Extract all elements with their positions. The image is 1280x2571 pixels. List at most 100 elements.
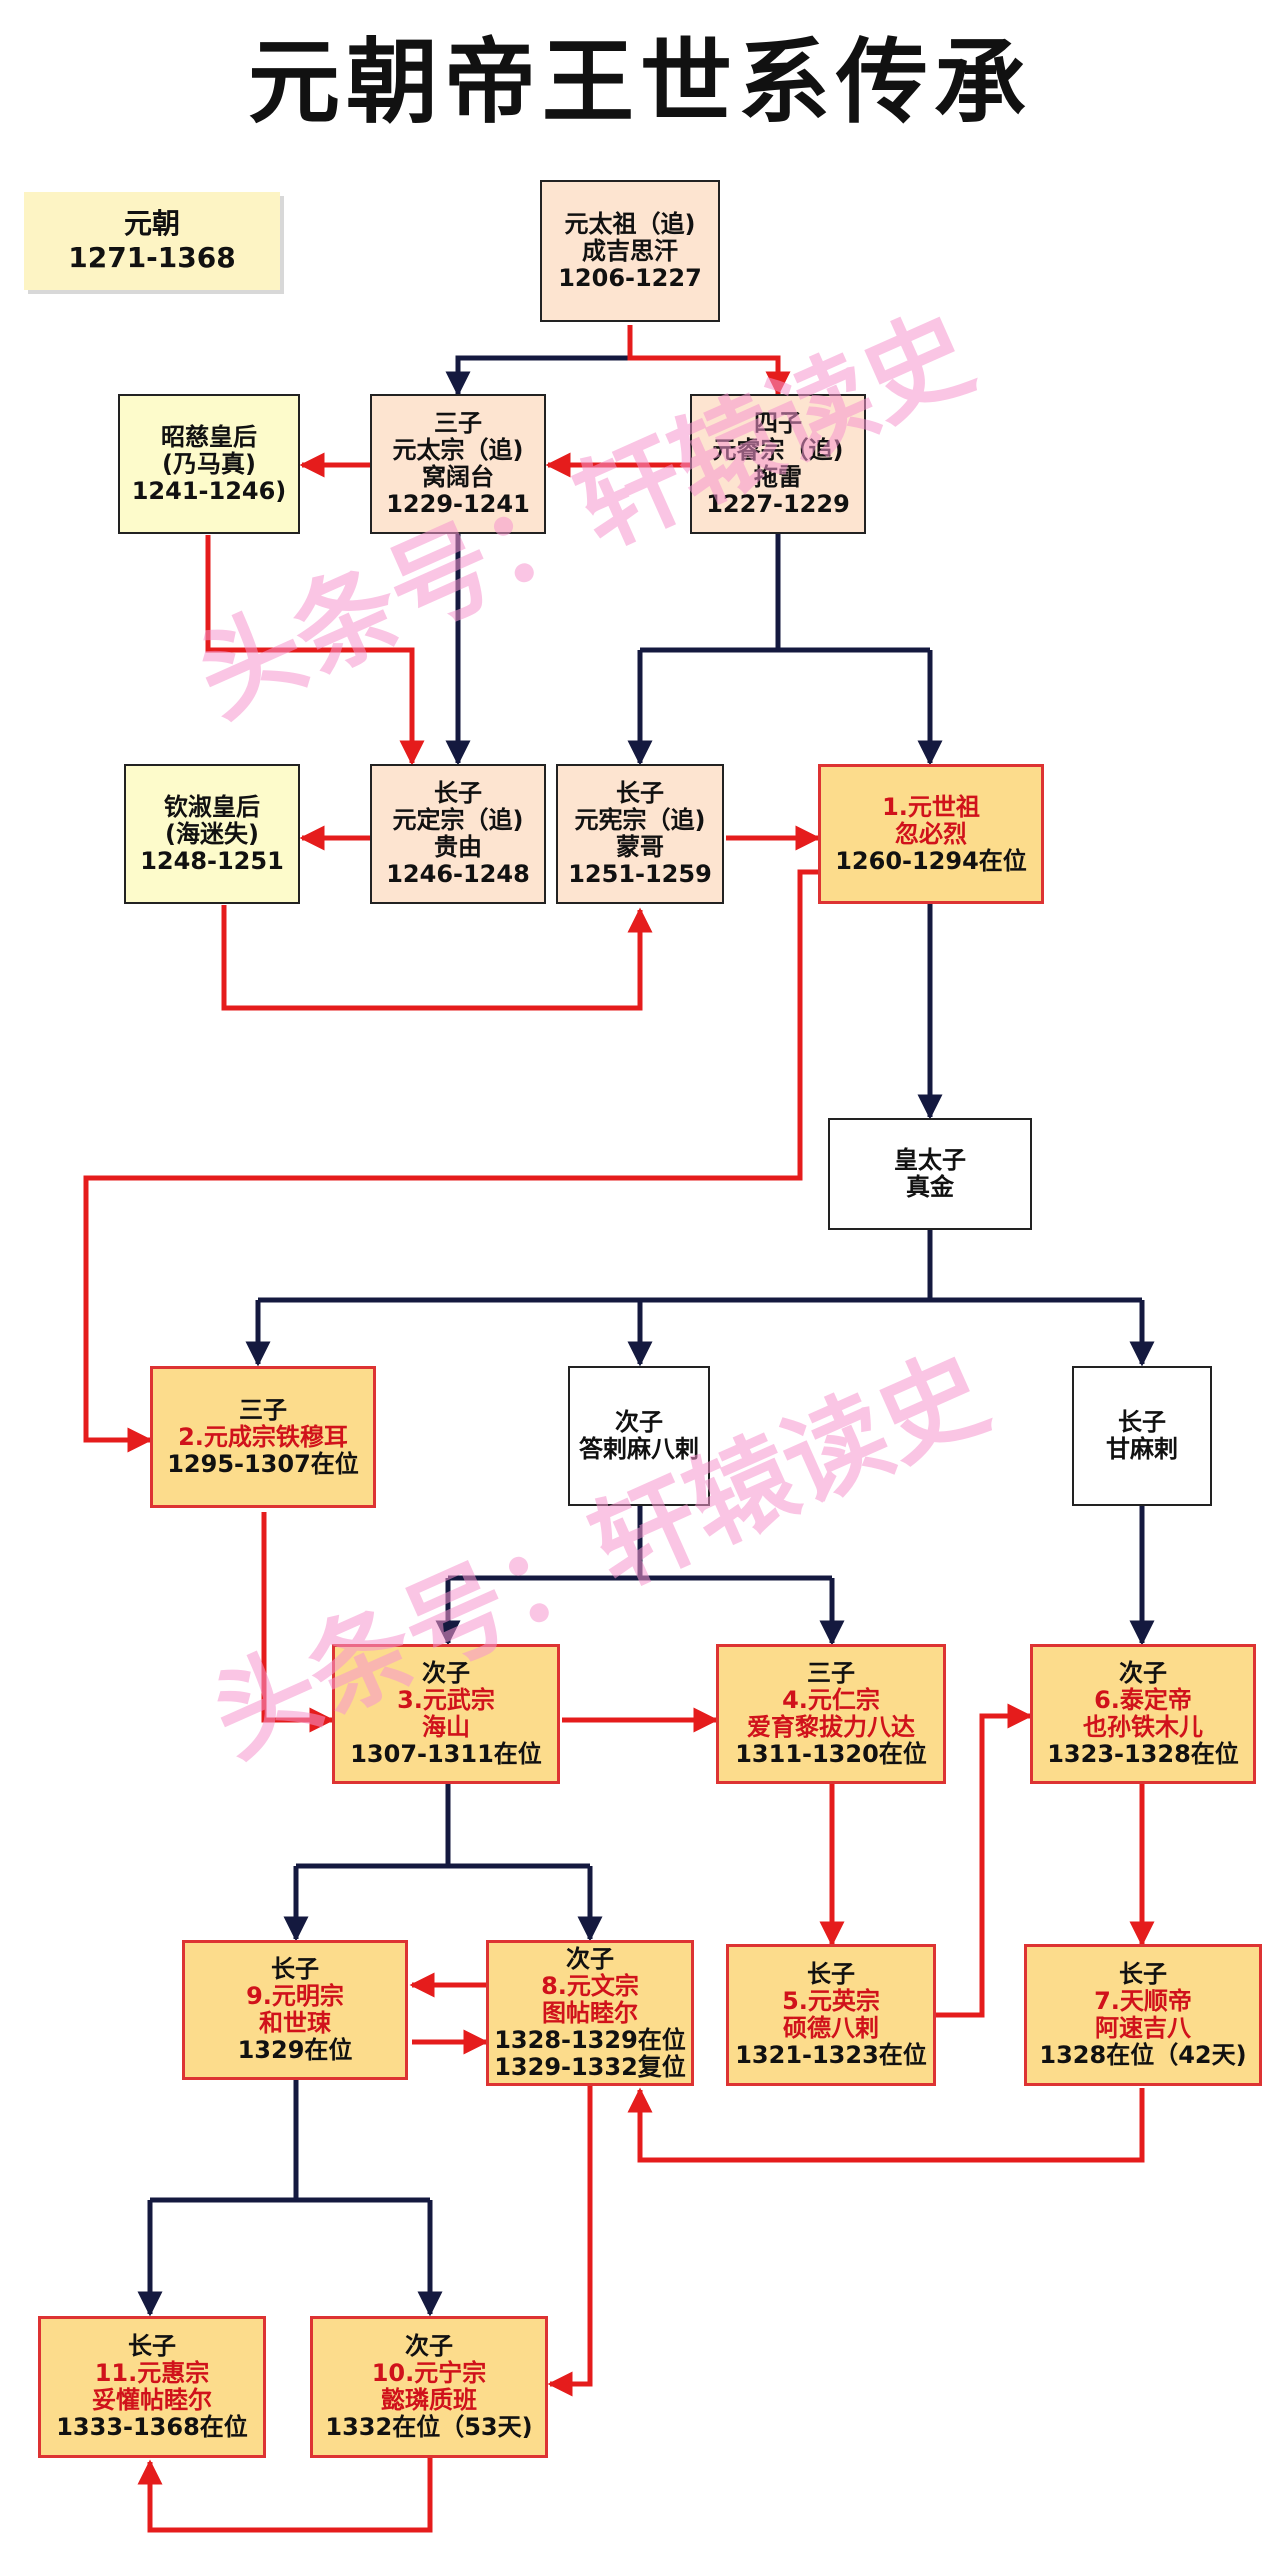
lineage-tolui-sons bbox=[640, 522, 930, 653]
lineage-genghis-ogedei bbox=[445, 325, 633, 397]
yesun-line-0: 次子 bbox=[1119, 1659, 1167, 1687]
qinshu-line-2: 1248-1251 bbox=[140, 846, 284, 875]
succession-kublai-temur bbox=[83, 869, 818, 1453]
genghis-line-0: 元太祖（追) bbox=[564, 209, 696, 238]
mongke-line-0: 长子 bbox=[616, 779, 664, 807]
kublai-line-0: 1.元世祖 bbox=[882, 792, 980, 821]
guyuk-line-1: 元定宗（追) bbox=[392, 806, 524, 834]
tolui-line-2: 拖雷 bbox=[754, 463, 802, 491]
era-years: 1271-1368 bbox=[68, 241, 236, 274]
khayshan-line-0: 次子 bbox=[422, 1659, 470, 1687]
qinshu-line-0: 钦淑皇后 bbox=[164, 792, 260, 821]
khayshan-line-2: 海山 bbox=[422, 1713, 470, 1741]
kusala-line-1: 9.元明宗 bbox=[246, 1982, 344, 2010]
tugh-line-3: 1328-1329在位 bbox=[494, 2025, 686, 2054]
ayurbarwada-line-2: 爱育黎拔力八达 bbox=[747, 1713, 915, 1741]
lineage-zhenjin-sons bbox=[258, 1230, 1142, 1303]
shidebala-line-0: 长子 bbox=[807, 1960, 855, 1988]
toghon-line-2: 妥懽帖睦尔 bbox=[92, 2386, 212, 2414]
rinchinbal-line-3: 1332在位（53天) bbox=[325, 2413, 533, 2441]
rinchinbal-line-2: 懿璘质班 bbox=[381, 2386, 477, 2414]
era-name: 元朝 bbox=[123, 207, 180, 240]
darmabala-line-1: 答剌麻八剌 bbox=[579, 1435, 699, 1463]
node-gammala: 长子甘麻剌 bbox=[1072, 1366, 1212, 1506]
ogedei-line-3: 1229-1241 bbox=[386, 490, 530, 518]
guyuk-line-3: 1246-1248 bbox=[386, 860, 530, 888]
tugh-line-4: 1329-1332复位 bbox=[494, 2052, 686, 2081]
guyuk-line-0: 长子 bbox=[434, 779, 482, 807]
temur-line-0: 三子 bbox=[239, 1395, 287, 1424]
ragibagh-line-0: 长子 bbox=[1119, 1960, 1167, 1988]
era-label: 元朝 1271-1368 bbox=[24, 192, 280, 290]
kusala-line-3: 1329在位 bbox=[237, 2036, 353, 2064]
toghon-line-1: 11.元惠宗 bbox=[94, 2359, 210, 2387]
yesun-line-2: 也孙铁木儿 bbox=[1083, 1713, 1203, 1741]
ayurbarwada-line-3: 1311-1320在位 bbox=[735, 1740, 927, 1768]
darmabala-line-0: 次子 bbox=[615, 1408, 663, 1436]
ragibagh-line-2: 阿速吉八 bbox=[1095, 2014, 1191, 2042]
rinchinbal-line-1: 10.元宁宗 bbox=[371, 2359, 487, 2387]
page-title: 元朝帝王世系传承 bbox=[247, 29, 1032, 136]
khayshan-line-3: 1307-1311在位 bbox=[350, 1740, 542, 1768]
ogedei-line-1: 元太宗（追) bbox=[392, 436, 524, 464]
mongke-line-2: 蒙哥 bbox=[616, 833, 664, 861]
kusala-line-0: 长子 bbox=[271, 1955, 319, 1983]
succession-qinshu-mongke bbox=[221, 905, 653, 1011]
shidebala-line-2: 硕德八剌 bbox=[783, 2014, 879, 2042]
qinshu-line-1: (海迷失) bbox=[165, 819, 259, 848]
mongke-line-1: 元宪宗（追) bbox=[574, 806, 706, 834]
rinchinbal-line-0: 次子 bbox=[405, 2332, 453, 2360]
shidebala-line-3: 1321-1323在位 bbox=[735, 2041, 927, 2069]
kublai-line-2: 1260-1294在位 bbox=[835, 846, 1027, 875]
temur-line-1: 2.元成宗铁穆耳 bbox=[178, 1422, 348, 1451]
kublai-line-1: 忽必烈 bbox=[895, 819, 967, 848]
gammala-line-1: 甘麻剌 bbox=[1106, 1435, 1178, 1463]
ragibagh-line-1: 7.天顺帝 bbox=[1094, 1987, 1192, 2015]
node-crown-prince-zhenjin: 皇太子真金 bbox=[828, 1118, 1032, 1230]
succession-temur-khayshan bbox=[261, 1512, 335, 1733]
lineage-khayshan-sons bbox=[296, 1782, 590, 1869]
genghis-line-2: 1206-1227 bbox=[558, 263, 702, 292]
tugh-line-1: 8.元文宗 bbox=[541, 1971, 639, 2000]
node-empress-qinshu: 钦淑皇后(海迷失)1248-1251 bbox=[124, 764, 300, 904]
lineage-darmabala-sons bbox=[448, 1505, 832, 1581]
succession-tugh-rinchinbal bbox=[547, 2086, 593, 2397]
zhaoci-line-0: 昭慈皇后 bbox=[161, 422, 257, 451]
succession-shidebala-yesun bbox=[936, 1703, 1033, 2018]
toghon-line-3: 1333-1368在位 bbox=[56, 2413, 248, 2441]
succession-genghis-tolui bbox=[627, 325, 791, 397]
ogedei-line-2: 窝阔台 bbox=[422, 463, 494, 491]
succession-ragibagh-tugh bbox=[627, 2087, 1145, 2163]
ayurbarwada-line-0: 三子 bbox=[807, 1659, 855, 1687]
zhaoci-line-2: 1241-1246) bbox=[131, 476, 287, 505]
yesun-line-3: 1323-1328在位 bbox=[1047, 1740, 1239, 1768]
ragibagh-line-3: 1328在位（42天) bbox=[1039, 2041, 1247, 2069]
mongke-line-3: 1251-1259 bbox=[568, 860, 712, 888]
tolui-line-0: 四子 bbox=[754, 409, 802, 437]
tugh-line-0: 次子 bbox=[566, 1944, 614, 1973]
shidebala-line-1: 5.元英宗 bbox=[782, 1987, 880, 2015]
zhenjin-line-0: 皇太子 bbox=[894, 1146, 966, 1174]
succession-rinchinbal-toghon bbox=[137, 2455, 433, 2533]
node-empress-zhaoci: 昭慈皇后(乃马真)1241-1246) bbox=[118, 394, 300, 534]
toghon-line-0: 长子 bbox=[128, 2332, 176, 2360]
temur-line-2: 1295-1307在位 bbox=[167, 1449, 359, 1478]
tugh-line-2: 图帖睦尔 bbox=[542, 1998, 638, 2027]
genghis-line-1: 成吉思汗 bbox=[582, 236, 678, 265]
node-darmabala: 次子答剌麻八剌 bbox=[568, 1366, 710, 1506]
yesun-line-1: 6.泰定帝 bbox=[1094, 1686, 1192, 1714]
kusala-line-2: 和世㻋 bbox=[259, 2009, 331, 2037]
